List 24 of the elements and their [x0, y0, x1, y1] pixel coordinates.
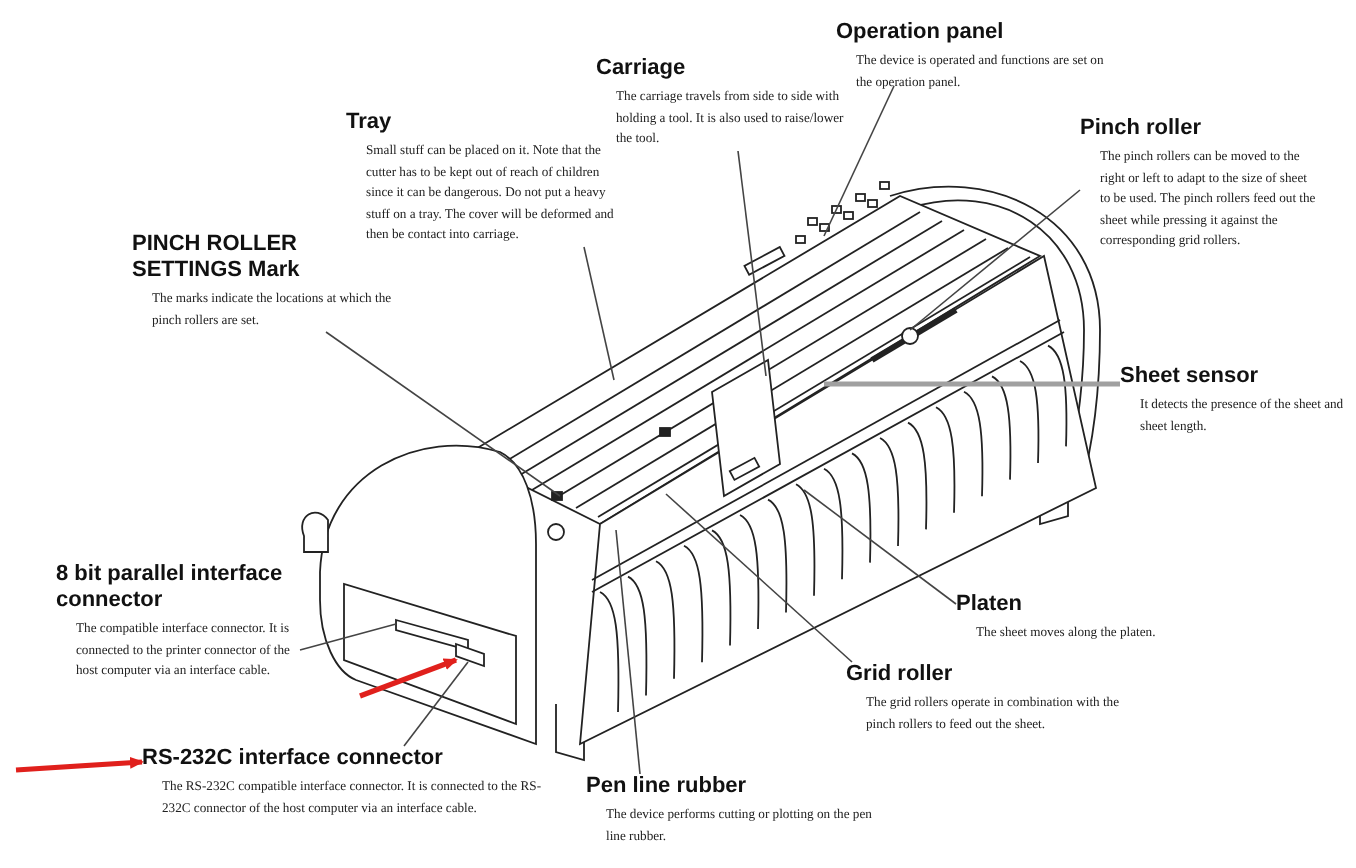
leader-line — [803, 489, 957, 605]
callout-heading: Platen — [956, 592, 1025, 618]
leader-line — [909, 189, 1081, 331]
callout-heading: RS-232C interface connector — [142, 746, 445, 772]
leader-line — [665, 493, 853, 663]
callout-heading: PINCH ROLLER SETTINGS Mark — [132, 232, 302, 284]
callout-heading: 8 bit parallel interface connector — [56, 562, 285, 614]
leader-line — [583, 246, 615, 381]
callout-heading: Pinch roller — [1080, 116, 1204, 142]
leader-line — [403, 661, 469, 747]
arrow — [15, 756, 144, 773]
callout-heading: Sheet sensor — [1120, 364, 1261, 390]
parallel-port-slot — [395, 618, 469, 652]
leader-line — [737, 150, 767, 377]
leader-line — [823, 85, 895, 237]
leader-line — [824, 381, 1120, 387]
callout-heading: Pen line rubber — [586, 774, 749, 800]
arrow — [359, 657, 458, 699]
callout-heading: Operation panel — [836, 20, 1006, 46]
serial-port-slot — [455, 642, 485, 668]
callout-heading: Grid roller — [846, 662, 955, 688]
leader-line — [325, 331, 561, 497]
callout-heading: Carriage — [596, 56, 688, 82]
leader-line — [615, 529, 641, 775]
